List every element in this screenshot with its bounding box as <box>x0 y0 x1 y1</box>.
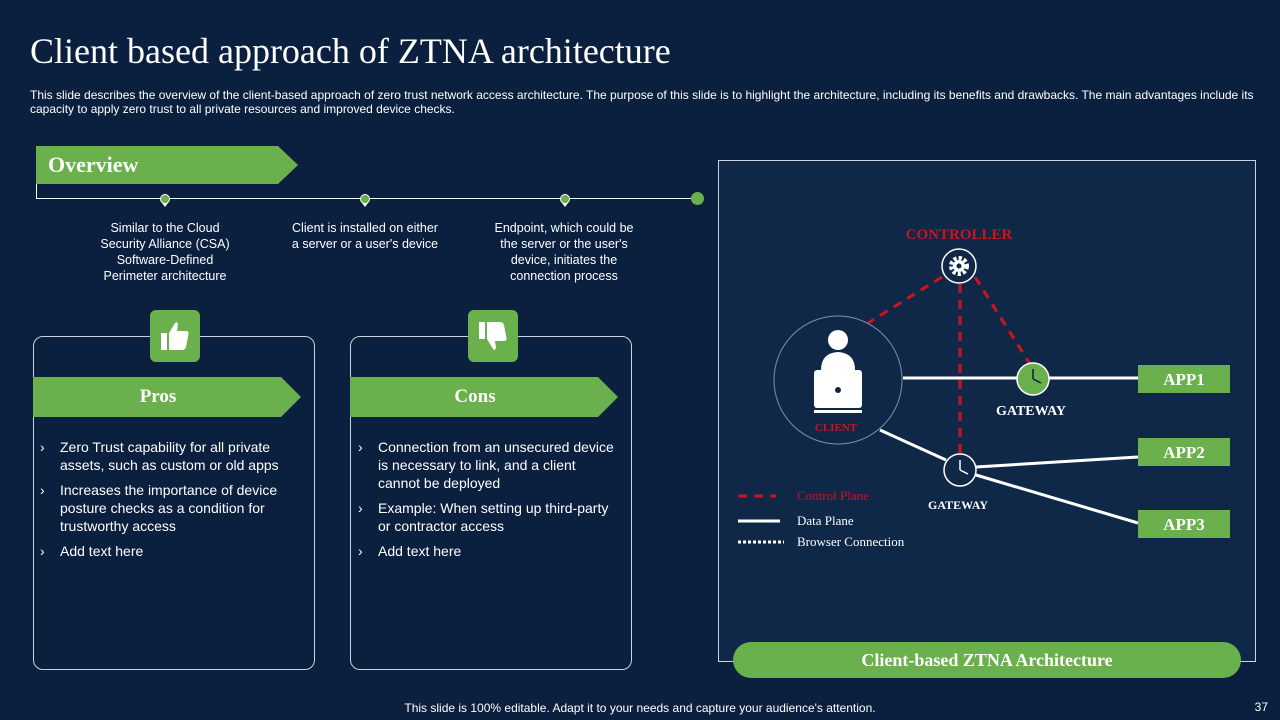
chevron-right-icon: › <box>40 543 45 559</box>
thumbs-up-icon <box>150 310 200 362</box>
app3-label: APP3 <box>1163 515 1205 534</box>
overview-banner: Overview <box>36 146 298 184</box>
overview-item-3: Endpoint, which could be the server or t… <box>494 221 634 283</box>
gateway-1-label: GATEWAY <box>996 404 1066 419</box>
gateway-2-label: GATEWAY <box>928 498 988 512</box>
overview-item-2: Client is installed on either a server o… <box>291 221 439 251</box>
architecture-diagram: APP1 APP2 APP3 CONTROLLER CLIENT GATEWAY… <box>738 227 1230 549</box>
list-item: ›Add text here <box>40 543 144 559</box>
slide-title: Client based approach of ZTNA architectu… <box>30 31 671 71</box>
chevron-right-icon: › <box>358 500 363 516</box>
app1-box <box>1138 365 1230 393</box>
chevron-right-icon: › <box>358 543 363 559</box>
legend: Control Plane Data Plane Browser Connect… <box>738 488 905 549</box>
client-label: CLIENT <box>815 422 858 434</box>
user-icon <box>814 330 862 413</box>
thumbs-down-icon <box>468 310 518 362</box>
app2-box <box>1138 438 1230 466</box>
cons-list: ›Connection from an unsecured device is … <box>358 438 620 567</box>
footer-note: This slide is 100% editable. Adapt it to… <box>404 701 876 715</box>
list-item: ›Increases the importance of device post… <box>40 482 278 534</box>
chevron-right-icon: › <box>40 439 45 455</box>
legend-control-plane: Control Plane <box>797 488 869 503</box>
data-plane-links <box>879 376 1139 525</box>
pros-list: ›Zero Trust capability for all private a… <box>40 438 302 567</box>
list-item: ›Connection from an unsecured device is … <box>358 439 614 491</box>
timeline-tick-1 <box>162 203 168 207</box>
chevron-right-icon: › <box>40 482 45 498</box>
legend-data-plane: Data Plane <box>797 513 854 528</box>
app1-label: APP1 <box>1163 370 1205 389</box>
page-number: 37 <box>1254 700 1268 714</box>
timeline-end-dot <box>691 192 704 205</box>
cons-banner: Cons <box>350 377 618 417</box>
overview-item-1: Similar to the Cloud Security Alliance (… <box>100 221 230 283</box>
architecture-caption: Client-based ZTNA Architecture <box>733 642 1241 678</box>
control-plane-links <box>867 275 1032 453</box>
app2-label: APP2 <box>1163 443 1205 462</box>
app3-box <box>1138 510 1230 538</box>
timeline-left-rule <box>36 184 37 199</box>
controller-label: CONTROLLER <box>906 227 1013 243</box>
list-item: ›Example: When setting up third-party or… <box>358 500 609 534</box>
gateway-1-node <box>1016 362 1050 396</box>
list-item: ›Add text here <box>358 543 462 559</box>
gateway-2-node <box>943 453 977 487</box>
pros-banner: Pros <box>33 377 301 417</box>
legend-browser-connection: Browser Connection <box>797 534 905 549</box>
slide-description: This slide describes the overview of the… <box>30 88 1254 116</box>
timeline-tick-3 <box>562 203 568 207</box>
gear-icon <box>941 248 977 284</box>
chevron-right-icon: › <box>358 439 363 455</box>
timeline-tick-2 <box>362 203 368 207</box>
list-item: ›Zero Trust capability for all private a… <box>40 439 279 473</box>
